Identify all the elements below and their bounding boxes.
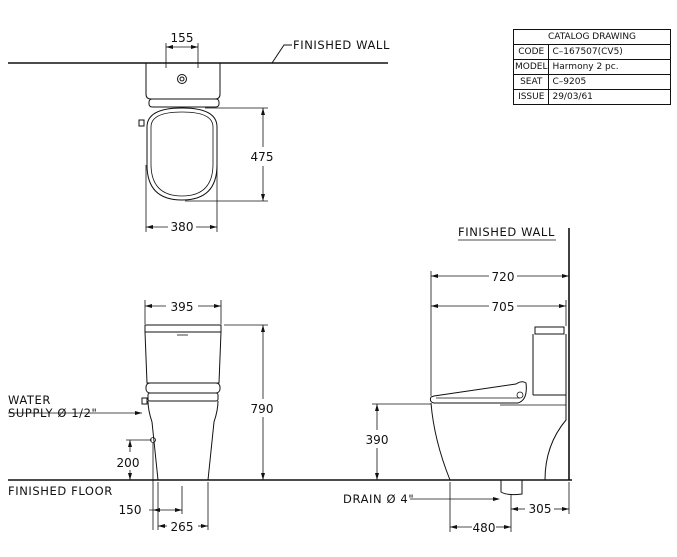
arrow [146, 225, 153, 229]
catalog-row-model: MODEL Harmony 2 pc. [512, 59, 671, 75]
top-view: FINISHED WALL 155 475 380 [8, 31, 390, 234]
bowl-front-side [430, 402, 451, 481]
catalog-title: CATALOG DRAWING [513, 29, 671, 45]
finished-wall-label-side: FINISHED WALL [458, 225, 555, 239]
dim-top-depth: 475 [251, 150, 274, 164]
arrow [261, 325, 265, 332]
tank-body-front [144, 331, 222, 384]
arrow [375, 473, 379, 480]
catalog-row-code: CODE C–167507(CV5) [512, 44, 671, 60]
finished-wall-leader-top [271, 44, 292, 64]
seat-front [145, 382, 221, 394]
arrow [493, 497, 500, 501]
arrow [158, 524, 165, 528]
arrow [175, 508, 182, 512]
bowl-left-front [147, 400, 159, 481]
dim-front-width: 395 [171, 300, 194, 314]
front-view: WATER SUPPLY Ø 1/2" 395 790 200 150 [8, 300, 273, 534]
dim-side-body: 705 [492, 300, 515, 314]
arrow [201, 524, 208, 528]
arrow [191, 45, 198, 49]
arrow [504, 525, 511, 529]
seat-ring-front [147, 392, 219, 402]
catalog-key: SEAT [512, 74, 550, 90]
arrow [450, 525, 457, 529]
dim-side-seat-height: 390 [366, 433, 389, 447]
tank-lid-front [144, 324, 222, 332]
arrow [128, 473, 132, 480]
arrow [562, 274, 569, 278]
arrow [153, 508, 160, 512]
catalog-row-issue: ISSUE 29/03/61 [512, 89, 671, 105]
arrow [375, 404, 379, 411]
side-view: FINISHED WALL 720 705 [343, 225, 570, 535]
arrow [511, 507, 518, 511]
finished-floor-label: FINISHED FLOOR [8, 484, 113, 498]
arrow [210, 225, 217, 229]
arrow [431, 304, 438, 308]
floor: FINISHED FLOOR [8, 479, 572, 498]
seat-hinge [148, 98, 220, 108]
dim-front-base: 265 [171, 520, 194, 534]
catalog-key: ISSUE [512, 89, 550, 105]
seat-inner-top [150, 111, 214, 197]
seat-side [429, 381, 527, 404]
arrow [261, 473, 265, 480]
drain-outline [500, 480, 523, 496]
arrow [559, 304, 566, 308]
tank-lid-side [534, 326, 565, 335]
label-bg [115, 502, 149, 516]
flush-button-icon [177, 74, 187, 84]
flush-button-inner-icon [179, 76, 185, 82]
catalog-title-row: CATALOG DRAWING [513, 29, 671, 45]
arrow [214, 304, 221, 308]
catalog-key: CODE [512, 44, 550, 60]
arrow [166, 45, 173, 49]
hinge-side-icon [516, 391, 524, 399]
catalog-value: C–167507(CV5) [548, 44, 671, 60]
arrow [562, 507, 569, 511]
arrow [261, 194, 265, 201]
arrow [135, 411, 142, 415]
water-supply-label-2: SUPPLY Ø 1/2" [8, 406, 97, 420]
drain-label: DRAIN Ø 4" [343, 492, 414, 506]
dim-side-drain-offset: 305 [529, 502, 552, 516]
catalog-value: Harmony 2 pc. [548, 59, 671, 75]
arrow [261, 108, 265, 115]
dim-front-supply-offset: 150 [119, 503, 142, 517]
dim-side-overall: 720 [492, 270, 515, 284]
catalog-key: MODEL [512, 59, 550, 75]
dim-side-drain-base: 480 [473, 521, 496, 535]
dim-top-inlet: 155 [171, 31, 194, 45]
bowl-right-front [207, 400, 219, 481]
supply-valve-top [138, 119, 145, 127]
catalog-value: C–9205 [548, 74, 671, 90]
catalog-table: CATALOG DRAWING CODE C–167507(CV5) MODEL… [512, 29, 671, 105]
water-supply-label-1: WATER [8, 393, 51, 407]
catalog-row-seat: SEAT C–9205 [512, 74, 671, 90]
dim-front-height: 790 [251, 402, 274, 416]
dim-front-supply-height: 200 [117, 456, 140, 470]
supply-valve-front [141, 397, 148, 405]
bowl-back-side [544, 395, 567, 481]
arrow [128, 440, 132, 447]
arrow [431, 274, 438, 278]
catalog-value: 29/03/61 [548, 89, 671, 105]
arrow [145, 304, 152, 308]
finished-wall-label-top: FINISHED WALL [293, 38, 390, 52]
dim-top-width: 380 [171, 220, 194, 234]
